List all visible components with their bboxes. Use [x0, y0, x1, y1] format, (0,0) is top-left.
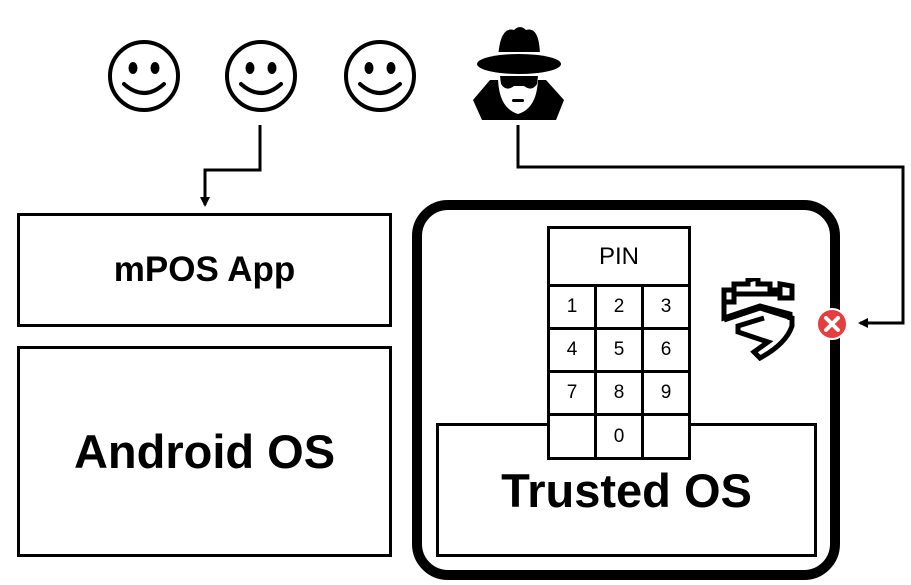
pin-key-empty [644, 416, 688, 457]
pin-key[interactable]: 4 [550, 330, 597, 370]
pin-key[interactable]: 6 [660, 339, 672, 360]
android-os-label: Android OS [73, 425, 336, 478]
attacker-to-trusted-arrow [516, 125, 905, 328]
pin-key[interactable]: 8 [597, 373, 644, 413]
mpos-app-label: mPOS App [113, 250, 296, 289]
security-shield-icon [721, 278, 795, 362]
pin-key[interactable]: 7 [550, 373, 597, 413]
trusted-os-label: Trusted OS [501, 464, 752, 517]
pin-key[interactable]: 0 [597, 416, 644, 457]
pin-key[interactable]: 9 [660, 382, 672, 403]
pin-key[interactable]: 3 [660, 296, 672, 317]
pin-pad-header: PIN [550, 229, 688, 287]
pin-key[interactable]: 2 [597, 287, 644, 327]
smiley-face-icon [108, 40, 180, 112]
pin-pad-row: 0 [550, 416, 688, 457]
pin-key-empty [550, 416, 597, 457]
smiley-face-icon [225, 40, 297, 112]
pin-pad-row: 1 2 3 [550, 287, 688, 330]
blocked-x-icon [816, 308, 848, 340]
pin-pad-row: 7 8 9 [550, 373, 688, 416]
pin-key[interactable]: 1 [550, 287, 597, 327]
pin-key[interactable]: 5 [597, 330, 644, 370]
user-to-mpos-arrow [200, 125, 262, 207]
pin-pad: PIN 1 2 3 4 5 6 7 8 9 0 [547, 226, 691, 460]
mpos-app-box: mPOS App [17, 213, 392, 327]
android-os-box: Android OS [17, 346, 392, 557]
smiley-face-icon [344, 40, 416, 112]
trusted-os-box: Trusted OS [436, 423, 817, 557]
spy-attacker-icon [473, 27, 564, 120]
pin-pad-row: 4 5 6 [550, 330, 688, 373]
